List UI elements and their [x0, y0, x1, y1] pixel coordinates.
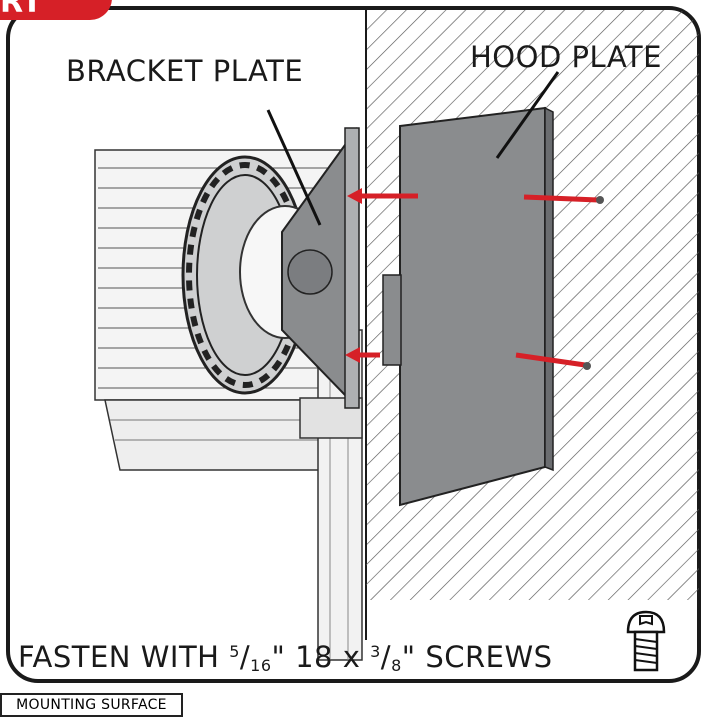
- bracket-plate-label: BRACKET PLATE: [66, 54, 304, 88]
- screw-length-num: 3: [370, 642, 381, 661]
- corner-tag: RT: [0, 0, 112, 20]
- screw-length: 3/8": [370, 640, 416, 675]
- fastener-arrows: [345, 188, 604, 370]
- hood-plate: [399, 106, 546, 507]
- screw-diameter-unit: ": [271, 640, 286, 674]
- screw-diameter: 5/16": [229, 640, 286, 675]
- screw-icon: [626, 610, 666, 672]
- thread-count: 18 x: [295, 640, 361, 674]
- fasten-suffix: SCREWS: [425, 640, 553, 674]
- bracket-leader-line: [266, 109, 322, 226]
- corner-tag-text: RT: [0, 0, 43, 20]
- screw-diameter-num: 5: [229, 642, 240, 661]
- installation-diagram: [6, 6, 701, 683]
- hood-plate-label: HOOD PLATE: [470, 40, 662, 74]
- mounting-surface-label: MOUNTING SURFACE: [0, 693, 183, 717]
- screw-length-den: 8: [391, 656, 402, 675]
- screw-length-unit: ": [401, 640, 416, 674]
- hood-leader-line: [495, 71, 560, 159]
- fasten-instruction: FASTEN WITH 5/16" 18 x 3/8" SCREWS: [18, 640, 553, 675]
- fasten-prefix: FASTEN WITH: [18, 640, 220, 674]
- screw-diameter-den: 16: [250, 656, 272, 675]
